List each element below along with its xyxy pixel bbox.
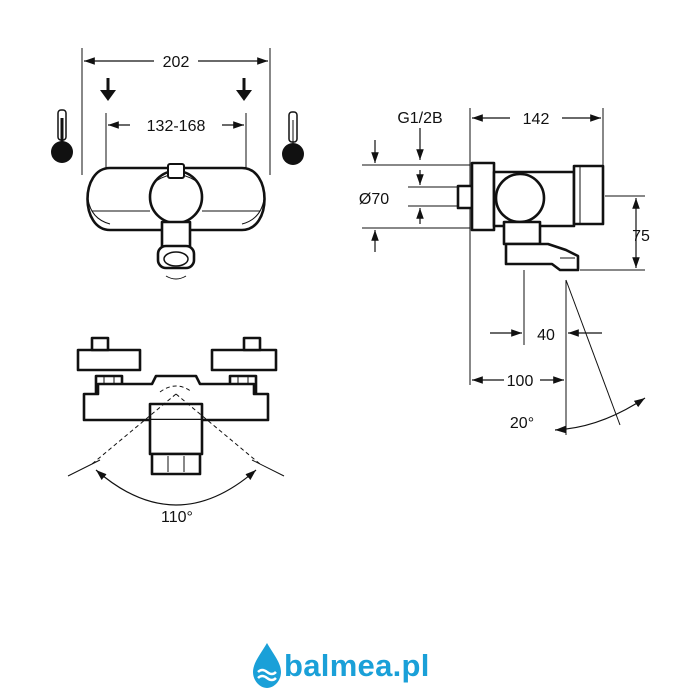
water-inlet-arrow-left-icon [100,78,116,101]
dim-swivel-angle: 110° [161,509,193,526]
front-view: 202 132-168 [51,48,304,280]
swivel-angle-arc [95,469,257,506]
spout-angle-line [565,279,621,426]
mixer-body-front [86,163,266,280]
dim-spout-projection: 100 [507,373,534,390]
cold-thermometer-icon [51,109,73,163]
dim-inlet-spacing: 132-168 [147,118,206,135]
dim-spout-angle: 20° [510,415,534,432]
bottom-view [76,336,278,476]
water-drop-icon [253,643,281,688]
hot-thermometer-icon [282,111,304,165]
water-inlet-arrow-right-icon [236,78,252,101]
dim-height-offset: 75 [632,228,650,245]
logo-text: balmea.pl [284,648,430,683]
side-view: G1/2B 142 Ø70 75 [359,108,650,435]
swivel-limit-line-left [67,459,101,477]
dim-spout-offset: 40 [537,327,555,344]
balmea-logo[interactable]: balmea.pl [250,640,430,692]
dim-thread: G1/2B [397,110,442,127]
swivel-limit-line-right [251,459,285,477]
dim-diameter: Ø70 [359,191,389,208]
dim-width-total: 202 [163,54,190,71]
dim-depth: 142 [523,111,550,128]
spout-angle-arc [554,397,646,434]
